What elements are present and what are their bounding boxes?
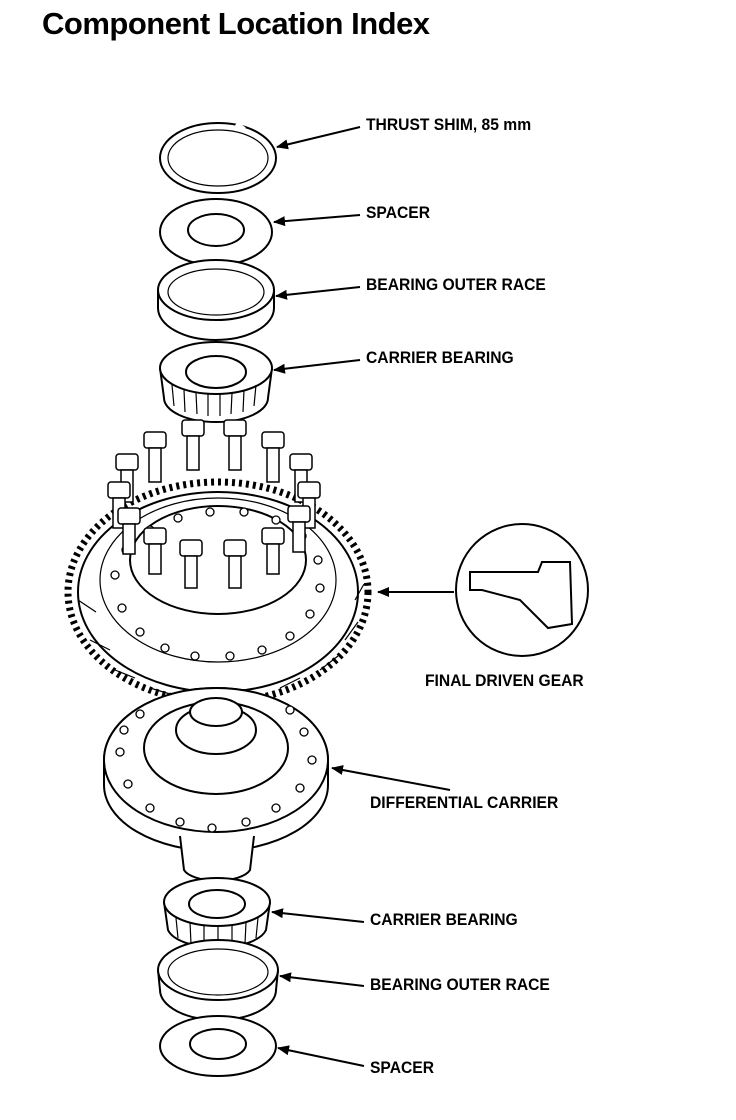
leader-outer-race-bottom: [279, 972, 365, 987]
leader-spacer-bottom: [277, 1045, 365, 1067]
leader-differential-carrier: [331, 765, 451, 791]
spacer-bottom-part: [159, 1015, 277, 1077]
leader-carrier-bearing-top: [273, 359, 361, 374]
thrust-shim-part: [159, 121, 277, 194]
bearing-outer-race-top-part: [157, 259, 275, 341]
leader-thrust-shim: [276, 126, 361, 150]
carrier-bearing-bottom-part: [163, 877, 271, 949]
gear-bolts-part: [107, 419, 321, 589]
bearing-outer-race-bottom-part: [157, 939, 279, 1021]
callout-bearing-outer-race-top: BEARING OUTER RACE: [366, 275, 546, 294]
page-title: Component Location Index: [42, 6, 430, 41]
leader-carrier-bearing-bottom: [271, 908, 365, 923]
leader-arrows: [271, 126, 454, 1067]
differential-carrier-part: [103, 687, 329, 882]
callout-differential-carrier: DIFFERENTIAL CARRIER: [370, 793, 559, 812]
leader-spacer-top: [273, 214, 361, 227]
gear-profile-detail-inset: [455, 523, 589, 657]
callout-spacer-top: SPACER: [366, 203, 431, 222]
spacer-top-part: [159, 198, 273, 266]
carrier-bearing-top-part: [159, 341, 273, 423]
callout-carrier-bearing-bottom: CARRIER BEARING: [370, 910, 518, 929]
callout-final-driven-gear: FINAL DRIVEN GEAR: [425, 671, 584, 690]
callout-bearing-outer-race-bottom: BEARING OUTER RACE: [370, 975, 550, 994]
callout-thrust-shim: THRUST SHIM, 85 mm: [366, 115, 532, 134]
leader-outer-race-top: [275, 286, 361, 300]
callout-carrier-bearing-top: CARRIER BEARING: [366, 348, 514, 367]
callout-spacer-bottom: SPACER: [370, 1058, 435, 1077]
